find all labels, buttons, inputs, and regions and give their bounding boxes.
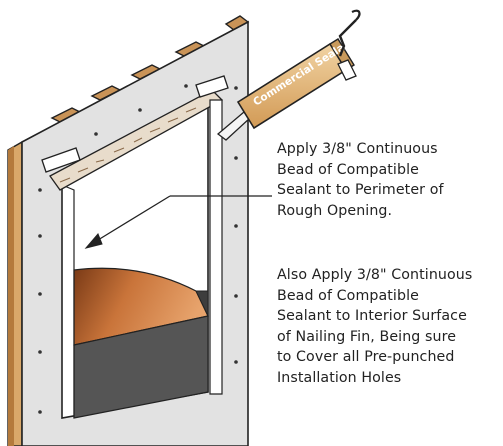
instruction-line: Also Apply 3/8" Continuous [277, 267, 473, 283]
caulk-gun-rod [338, 19, 357, 57]
nail-hole [234, 224, 238, 228]
nail-hole [138, 108, 142, 112]
nail-holes [38, 84, 238, 414]
nail-hole [38, 410, 42, 414]
nail-hole [234, 86, 238, 90]
nail-hole [234, 156, 238, 160]
instruction-line: to Cover all Pre-punched [277, 349, 455, 366]
nail-hole [38, 188, 42, 192]
nail-hole [38, 234, 42, 238]
nail-hole [184, 84, 188, 88]
caulk-gun-hook [351, 9, 361, 21]
tape-strip-left [41, 147, 81, 173]
nail-hole [38, 292, 42, 296]
instruction-line: Bead of Compatible [277, 287, 419, 304]
nail-hole [38, 350, 42, 354]
wood-edge-side [8, 146, 14, 446]
sealant-bead-right [209, 99, 223, 395]
nail-hole [234, 294, 238, 298]
arrow-head-icon [84, 233, 103, 249]
instruction-line: Sealant to Perimeter of [277, 182, 444, 199]
instruction-line: of Nailing Fin, Being sure [277, 328, 457, 345]
instruction-line: Bead of Compatible [277, 161, 419, 178]
sealant-bead-texture [59, 107, 197, 183]
caulk-gun-handle [337, 59, 357, 81]
instruction-line: Installation Holes [277, 369, 402, 386]
leader-arrow [84, 195, 272, 249]
nail-hole [94, 132, 98, 136]
instruction-line: Apply 3/8" Continuous [277, 141, 438, 157]
instruction-line: Rough Opening. [277, 202, 393, 219]
sill-flashing-edge [195, 290, 209, 317]
instruction-line: Sealant to Interior Surface [277, 308, 467, 325]
instruction-nailing-fin: Also Apply 3/8" Continuous Bead of Compa… [277, 265, 472, 389]
instruction-perimeter: Apply 3/8" Continuous Bead of Compatible… [277, 139, 444, 221]
tape-strip-right [195, 75, 229, 98]
nail-hole [234, 360, 238, 364]
